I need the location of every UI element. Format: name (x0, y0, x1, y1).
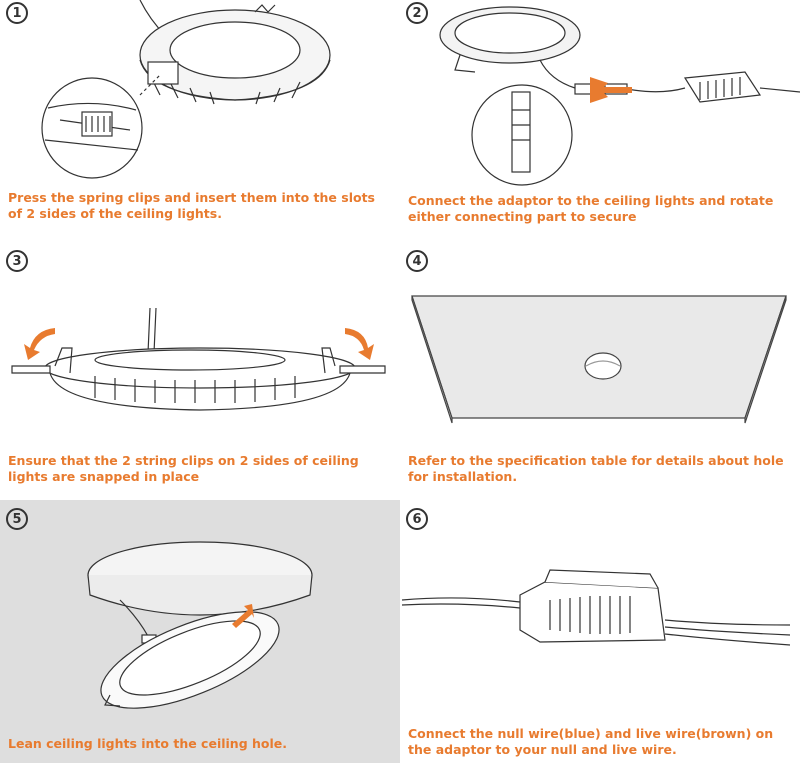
step-6-caption: Connect the null wire(blue) and live wir… (408, 726, 774, 758)
step-5-caption: Lean ceiling lights into the ceiling hol… (8, 736, 287, 751)
spring-clip-illustration (41, 0, 331, 179)
adaptor-connection-illustration (439, 6, 800, 186)
step-3-caption: Ensure that the 2 string clips on 2 side… (8, 453, 359, 485)
step-2-number-badge: 2 (406, 2, 428, 24)
lean-into-hole-illustration (87, 541, 313, 709)
step-2-caption: Connect the adaptor to the ceiling light… (408, 193, 774, 225)
step-1-number-badge: 1 (6, 2, 28, 24)
step-6-panel: 6 Connect the null wire(blue) and live w… (400, 500, 800, 763)
step-4-panel: 4 Refer to the specification table for d… (400, 248, 800, 490)
step-6-number-badge: 6 (406, 508, 428, 530)
step-3-number-badge: 3 (6, 250, 28, 272)
ceiling-hole-illustration (411, 295, 787, 424)
step-4-number-badge: 4 (406, 250, 428, 272)
step-1-panel: 1 Press the spring clips and insert them… (0, 0, 400, 245)
step-2-panel: 2 Connect the adaptor to the ceiling lig… (400, 0, 800, 245)
step-4-caption: Refer to the specification table for det… (408, 453, 784, 485)
step-1-caption: Press the spring clips and insert them i… (8, 190, 375, 222)
step-5-panel: 5 Lean ceiling lights into the ceiling h… (0, 500, 400, 763)
wiring-adaptor-illustration (401, 569, 791, 646)
step-5-number-badge: 5 (6, 508, 28, 530)
clips-snapped-illustration (11, 307, 386, 411)
step-3-panel: 3 Ensure that the 2 string clips on 2 si… (0, 248, 400, 490)
